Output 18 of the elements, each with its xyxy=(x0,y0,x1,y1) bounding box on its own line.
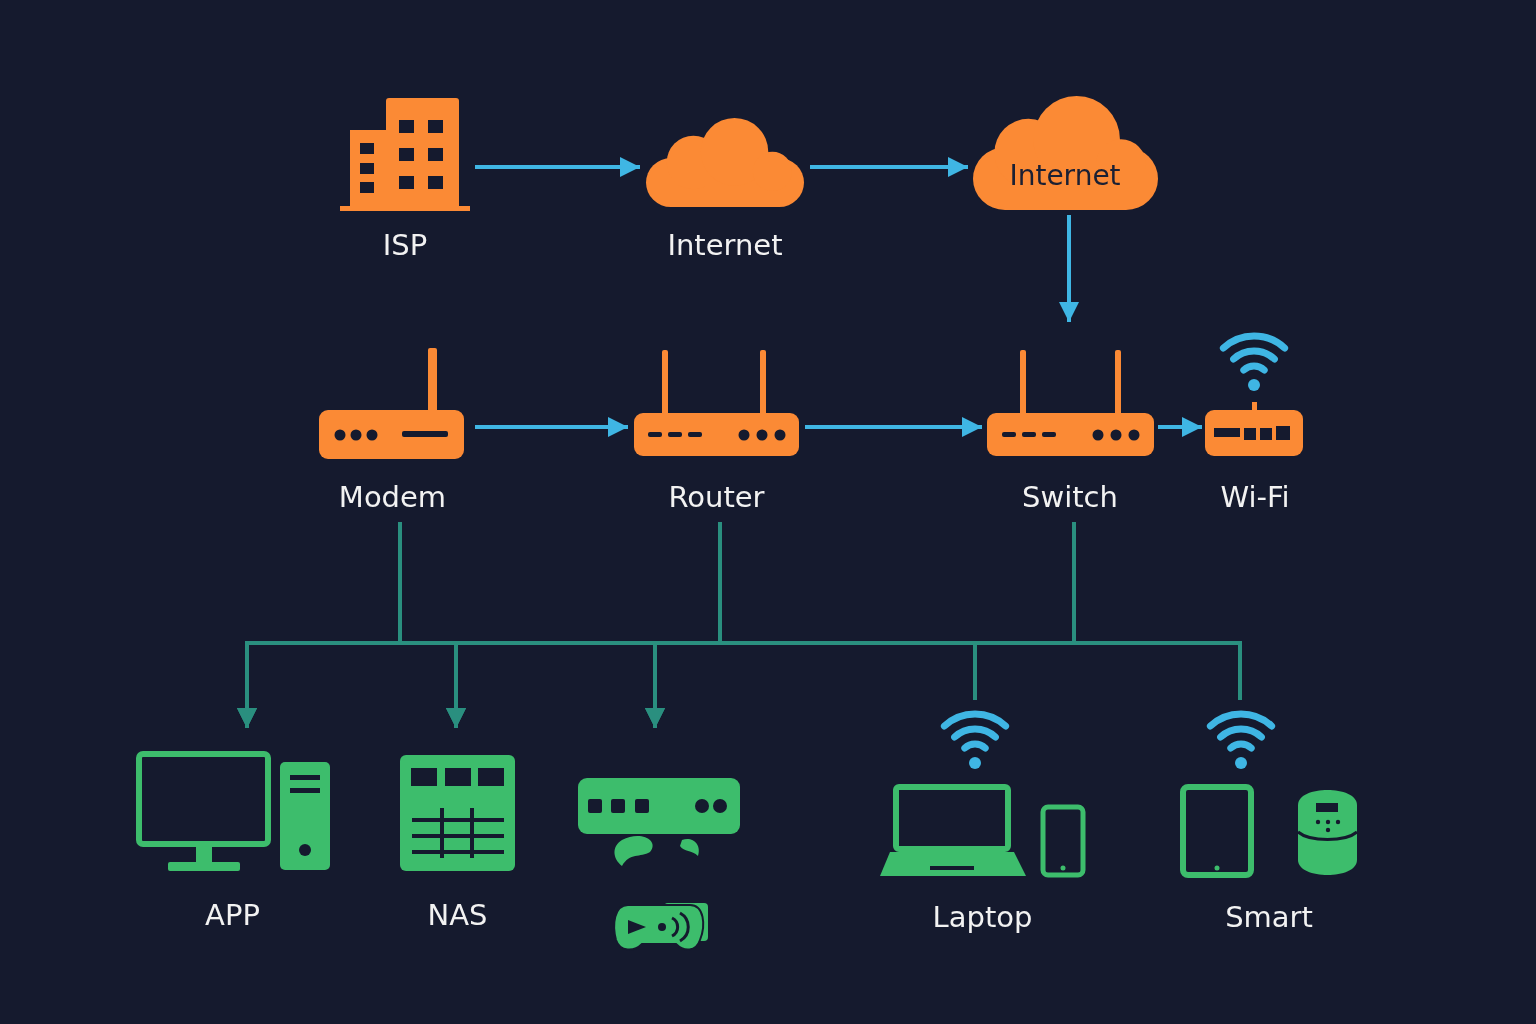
arrow xyxy=(1158,417,1202,437)
arrow xyxy=(810,157,968,177)
arrow xyxy=(475,417,628,437)
device-label: Modem xyxy=(338,480,447,514)
connector-line xyxy=(1072,522,1242,700)
device-label: Internet xyxy=(667,228,783,262)
device-label: Wi-Fi xyxy=(1220,480,1290,514)
device-label: NAS xyxy=(427,898,488,932)
arrow xyxy=(1059,215,1079,322)
device-label: ISP xyxy=(382,228,428,262)
cloud-label: Internet xyxy=(1009,159,1121,192)
arrow xyxy=(805,417,982,437)
arrow xyxy=(475,157,640,177)
device-label: Router xyxy=(668,480,765,514)
device-label: Laptop xyxy=(932,900,1033,934)
device-label: Switch xyxy=(1022,480,1118,514)
device-label: APP xyxy=(205,898,260,932)
device-label: Smart xyxy=(1225,900,1313,934)
